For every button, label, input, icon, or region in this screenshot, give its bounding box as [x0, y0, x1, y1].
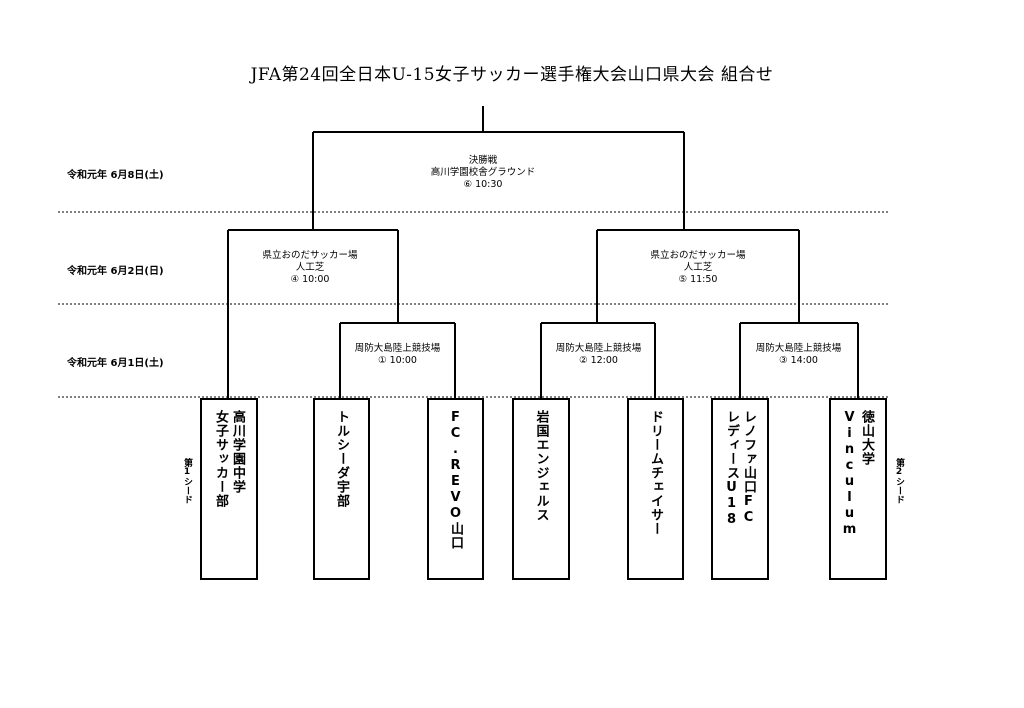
match-surface: 人工芝 — [295, 262, 325, 273]
match-time: ③ 14:00 — [779, 355, 818, 366]
match-surface: 人工芝 — [683, 262, 713, 273]
team-name: FC.REVO山口 — [448, 410, 463, 550]
match-venue: 周防大島陸上競技場 — [555, 343, 642, 354]
date-semifinal: 令和元年 6月2日(日) — [67, 266, 164, 277]
match-time: ⑥ 10:30 — [463, 179, 503, 190]
match-venue: 周防大島陸上競技場 — [755, 343, 842, 354]
bracket-line-semi-right — [596, 229, 800, 323]
team-box-1: 高川学園中学 女子サッカー部 — [200, 398, 258, 580]
date-first-round: 令和元年 6月1日(土) — [67, 358, 164, 369]
team-name: 岩国エンジェルス — [533, 410, 549, 522]
team-box-7: 徳山大学 Vinculum — [829, 398, 887, 580]
bracket-line-match-2 — [540, 322, 656, 398]
match-time: ④ 10:00 — [290, 274, 330, 285]
page-title: JFA第24回全日本U-15女子サッカー選手権大会山口県大会 組合せ — [250, 65, 774, 85]
match-round: 決勝戦 — [468, 155, 498, 166]
match-1: 周防大島陸上競技場 ① 10:00 — [337, 343, 458, 367]
team-name: 高川学園中学 — [230, 410, 245, 494]
match-venue: 周防大島陸上競技場 — [354, 343, 441, 354]
team-box-5: ドリームチェイサー — [627, 398, 684, 580]
bracket-line-semi-left — [227, 229, 399, 398]
match-semi-left: 県立おのだサッカー場 人工芝 ④ 10:00 — [240, 250, 380, 286]
match-time: ⑤ 11:50 — [678, 274, 718, 285]
bracket-line-match-1 — [339, 322, 456, 398]
match-time: ① 10:00 — [378, 355, 417, 366]
team-name-line2: 女子サッカー部 — [213, 410, 228, 508]
team-name: トルシーダ宇部 — [334, 410, 349, 508]
seed-label-left: 第1シード — [182, 458, 192, 504]
date-final: 令和元年 6月8日(土) — [67, 170, 164, 181]
seed-label-right: 第2シード — [894, 458, 904, 504]
match-3: 周防大島陸上競技場 ③ 14:00 — [738, 343, 859, 367]
match-venue: 県立おのだサッカー場 — [650, 250, 746, 261]
team-box-4: 岩国エンジェルス — [512, 398, 570, 580]
team-name: 徳山大学 — [859, 410, 874, 466]
match-2: 周防大島陸上競技場 ② 12:00 — [538, 343, 659, 367]
match-venue: 高川学園校舎グラウンド — [430, 167, 536, 178]
team-name-line2: レディースU18 — [724, 410, 739, 528]
bracket-line-match-3 — [739, 322, 859, 398]
match-venue: 県立おのだサッカー場 — [262, 250, 358, 261]
team-name: レノファ山口FC — [741, 410, 756, 526]
match-semi-right: 県立おのだサッカー場 人工芝 ⑤ 11:50 — [628, 250, 768, 286]
team-name: ドリームチェイサー — [648, 410, 663, 536]
match-time: ② 12:00 — [579, 355, 618, 366]
team-name-line2: Vinculum — [842, 410, 857, 538]
team-box-6: レノファ山口FC レディースU18 — [711, 398, 769, 580]
team-box-2: トルシーダ宇部 — [313, 398, 370, 580]
bracket-line-final — [312, 106, 685, 230]
match-final: 決勝戦 高川学園校舎グラウンド ⑥ 10:30 — [413, 155, 553, 191]
team-box-3: FC.REVO山口 — [427, 398, 484, 580]
